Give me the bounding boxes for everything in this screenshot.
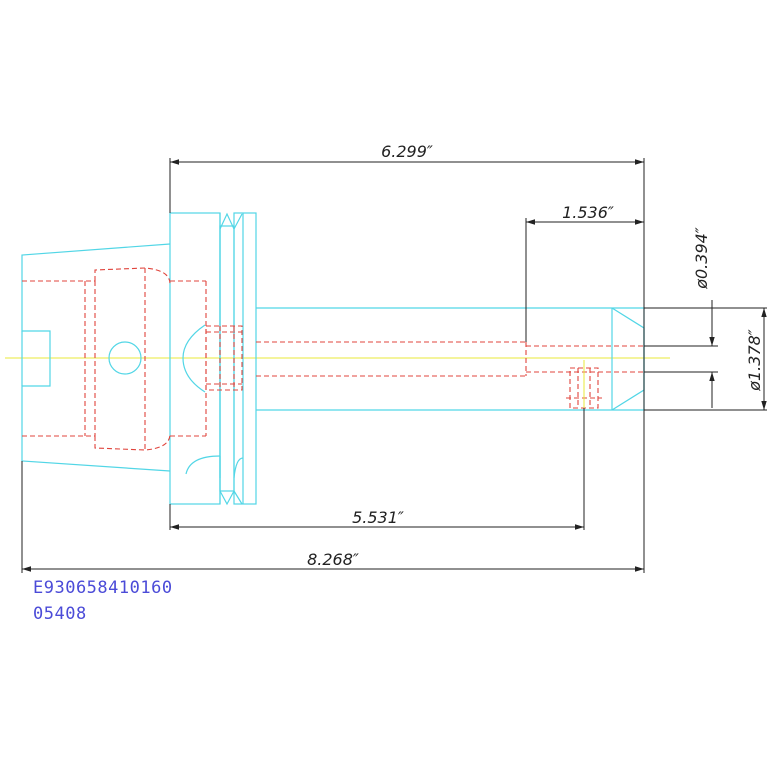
dim-bore-diameter: ø0.394″ <box>692 227 711 290</box>
shaft-outline <box>256 307 645 411</box>
part-number: E930658410160 <box>33 578 173 598</box>
dim-gauge-length: 6.299″ <box>381 142 433 161</box>
taper-shank-outline <box>21 243 171 472</box>
hidden-lines <box>22 267 644 451</box>
dim-bore-depth: 1.536″ <box>562 203 614 222</box>
dim-nose-diameter: ø1.378″ <box>745 329 764 392</box>
dim-screw-position: 5.531″ <box>352 508 404 527</box>
dimension-lines <box>21 158 767 573</box>
cross-hole <box>108 341 142 375</box>
dim-overall-length: 8.268″ <box>307 550 359 569</box>
part-code: 05408 <box>33 604 87 624</box>
